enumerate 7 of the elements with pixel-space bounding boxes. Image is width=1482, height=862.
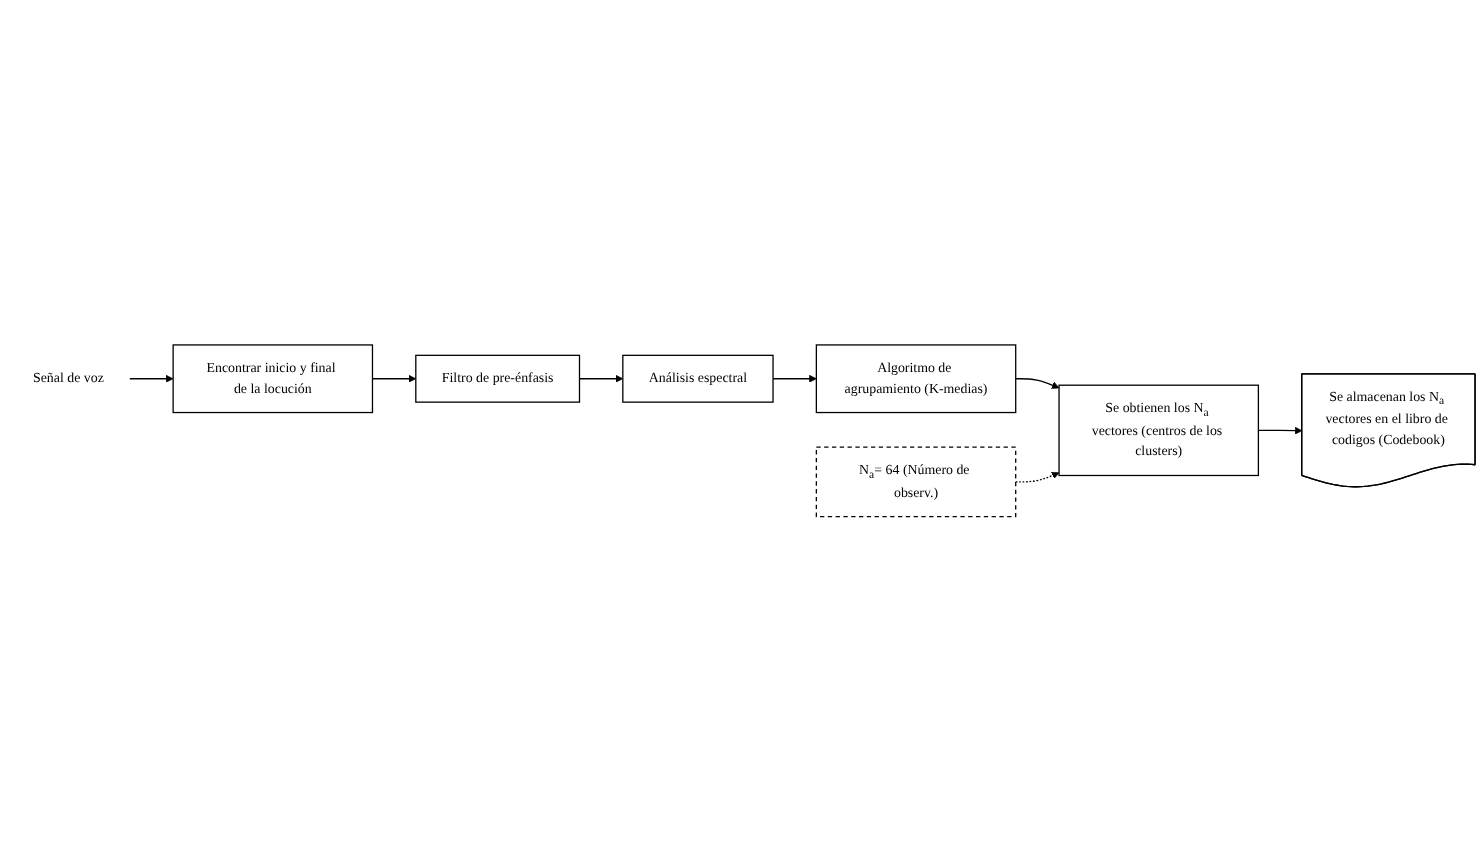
arrow [1015, 378, 1060, 389]
arrow [772, 375, 817, 383]
arrow [1015, 472, 1060, 483]
arrow [578, 375, 624, 383]
arrow [1257, 427, 1303, 435]
arrow [371, 375, 417, 383]
arrow [129, 375, 174, 383]
